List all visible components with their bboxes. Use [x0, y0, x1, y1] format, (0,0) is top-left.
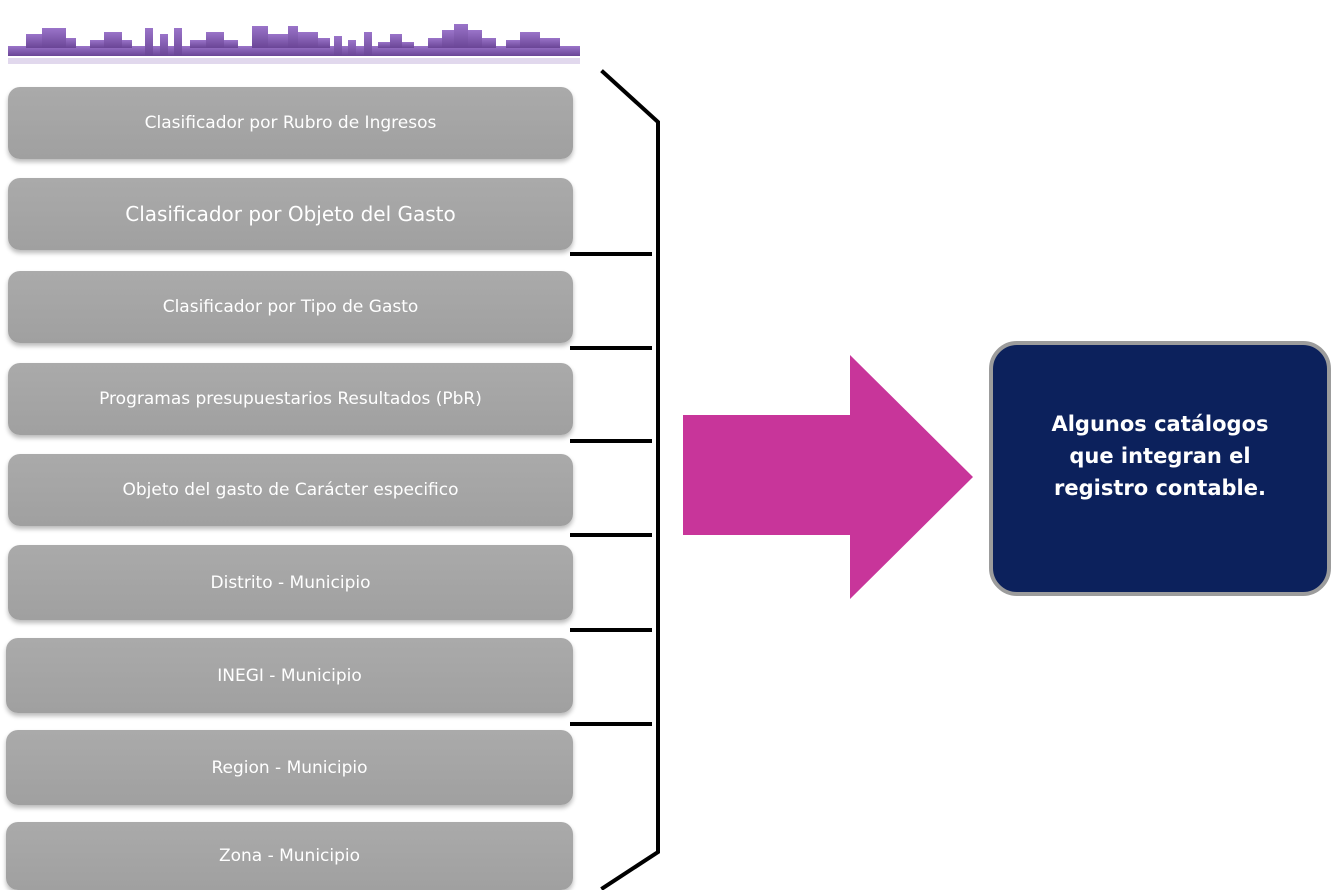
right-bracket — [570, 69, 660, 890]
catalog-box-programas-pbr: Programas presupuestarios Resultados (Pb… — [8, 363, 573, 435]
catalog-box-rubro-ingresos: Clasificador por Rubro de Ingresos — [8, 87, 573, 159]
right-arrow-icon — [683, 355, 973, 599]
catalog-box-distrito-municipio: Distrito - Municipio — [8, 545, 573, 620]
catalog-box-region-municipio: Region - Municipio — [6, 730, 573, 805]
catalog-box-caracter-especifico: Objeto del gasto de Carácter especifico — [8, 454, 573, 526]
catalog-box-inegi-municipio: INEGI - Municipio — [6, 638, 573, 713]
summary-box: Algunos catálogos que integran el regist… — [989, 341, 1331, 596]
catalog-box-zona-municipio: Zona - Municipio — [6, 822, 573, 890]
catalog-box-objeto-gasto: Clasificador por Objeto del Gasto — [8, 178, 573, 250]
catalog-box-tipo-gasto: Clasificador por Tipo de Gasto — [8, 271, 573, 343]
skyline-logo — [8, 24, 580, 64]
summary-text: Algunos catálogos que integran el regist… — [1051, 411, 1269, 500]
